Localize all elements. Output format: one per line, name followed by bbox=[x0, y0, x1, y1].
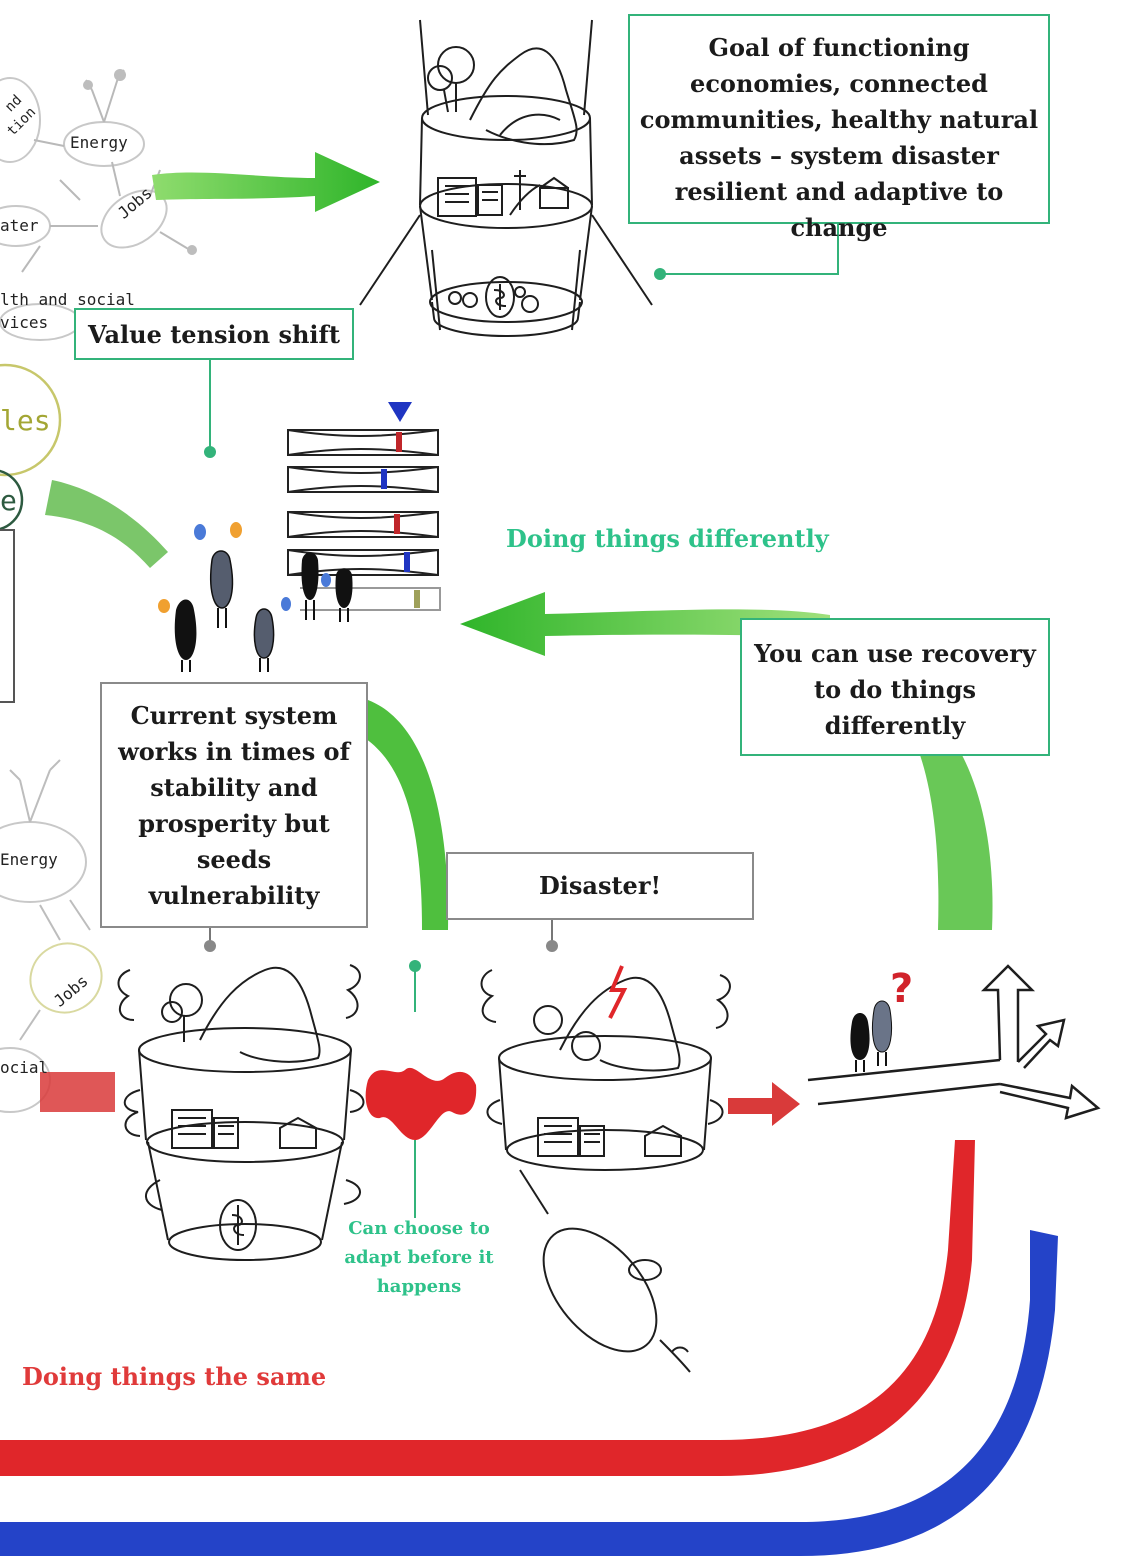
recovery-box: You can use recovery to do things differ… bbox=[740, 618, 1050, 756]
value-tension-box: Value tension shift bbox=[74, 308, 354, 360]
current-system-text: Current system works in times of stabili… bbox=[118, 701, 350, 910]
node-energy-bottom: Energy bbox=[0, 850, 58, 869]
goal-connector bbox=[660, 222, 839, 275]
slider-knob-blue-2 bbox=[404, 552, 410, 572]
slider-knob-olive bbox=[414, 590, 420, 608]
slider-knob-blue-1 bbox=[381, 469, 387, 489]
disruption-wave bbox=[365, 1067, 477, 1140]
node-dot bbox=[114, 69, 126, 81]
slider-knob-red-1 bbox=[396, 432, 402, 452]
two-people-at-crossroads bbox=[850, 1000, 893, 1072]
e-circle bbox=[0, 469, 24, 531]
tension-sliders bbox=[287, 429, 441, 611]
goal-box: Goal of functioning economies, connected… bbox=[628, 14, 1050, 242]
slider-knob-red-2 bbox=[394, 514, 400, 534]
loop-blue bbox=[0, 1230, 1058, 1556]
e-fragment: e bbox=[0, 484, 17, 517]
doing-differently-label: Doing things differently bbox=[506, 524, 829, 553]
arrow-recovery-up bbox=[920, 755, 993, 930]
values-circle bbox=[0, 363, 62, 477]
value-tension-text: Value tension shift bbox=[88, 320, 340, 349]
goal-connector-dot bbox=[654, 268, 666, 280]
node-water-top: ater bbox=[0, 216, 39, 235]
left-fragment-box bbox=[0, 529, 15, 703]
current-system-box: Current system works in times of stabili… bbox=[100, 682, 368, 928]
bottom-system-web bbox=[0, 759, 103, 1113]
people-group bbox=[158, 522, 353, 672]
lightning-icon bbox=[608, 965, 628, 1019]
crossroads-illustration bbox=[807, 964, 1101, 1120]
recovery-text: You can use recovery to do things differ… bbox=[754, 639, 1036, 740]
arrow-to-goal bbox=[152, 152, 380, 212]
arrow-current-down bbox=[360, 700, 449, 930]
disaster-box: Disaster! bbox=[446, 852, 754, 920]
adapt-connector-dot bbox=[409, 960, 421, 972]
node-health-top: lth and social bbox=[0, 290, 135, 309]
current-connector-dot bbox=[204, 940, 216, 952]
current-system-illustration bbox=[117, 964, 365, 1261]
goal-system-illustration bbox=[359, 19, 653, 337]
disaster-system-illustration bbox=[480, 969, 731, 1373]
values-fragment: les bbox=[0, 404, 51, 437]
node-dot bbox=[187, 245, 197, 255]
red-arrow-left bbox=[40, 1072, 115, 1112]
arrow-doing-differently bbox=[460, 592, 830, 656]
disaster-text: Disaster! bbox=[538, 871, 662, 900]
node-dot bbox=[83, 80, 93, 90]
goal-text: Goal of functioning economies, connected… bbox=[639, 33, 1039, 242]
doing-same-label: Doing things the same bbox=[22, 1362, 327, 1391]
disaster-connector-dot bbox=[546, 940, 558, 952]
node-social-bottom: ocial bbox=[0, 1058, 49, 1077]
node-energy-top: Energy bbox=[70, 133, 128, 152]
adapt-before-label: Can choose to adapt before it happens bbox=[344, 1218, 494, 1297]
value-tension-dot bbox=[204, 446, 216, 458]
node-services-top: vices bbox=[0, 313, 49, 332]
loop-doing-same bbox=[0, 1140, 975, 1476]
slider-marker-triangle bbox=[388, 402, 412, 422]
red-arrow-crossroads bbox=[728, 1082, 800, 1126]
arrow-into-people bbox=[45, 480, 168, 568]
question-mark-icon: ? bbox=[890, 966, 914, 1012]
